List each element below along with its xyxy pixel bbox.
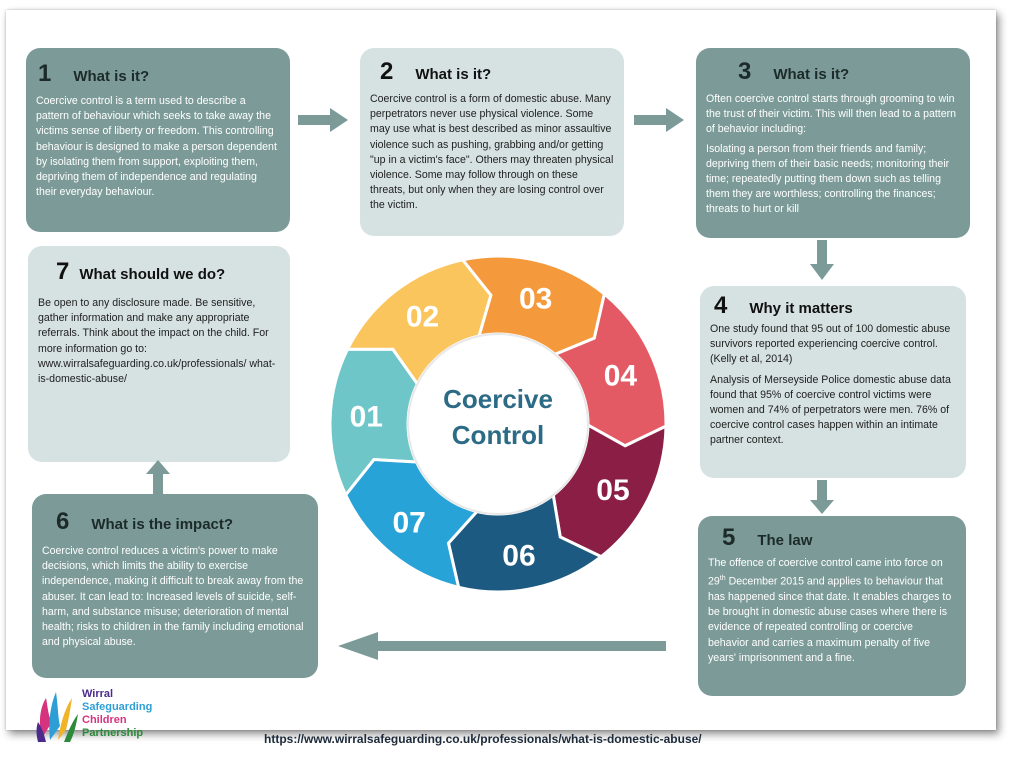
- wheel-center-circle: [407, 333, 589, 515]
- logo-text-wirral: Wirral: [82, 688, 114, 700]
- box-what-is-it-3: 3 What is it? Often coercive control sta…: [696, 48, 970, 238]
- box-number: 5: [722, 524, 736, 551]
- box-what-is-it-1: 1 What is it? Coercive control is a term…: [26, 48, 290, 232]
- box-text: Coercive control is a form of domestic a…: [370, 93, 614, 212]
- wheel-segment-label-01: 01: [350, 400, 383, 433]
- wheel-segment-label-03: 03: [519, 282, 552, 315]
- infographic-sheet: 1 What is it? Coercive control is a term…: [6, 10, 996, 746]
- box-title: What is the impact?: [91, 516, 234, 533]
- box-what-should-we-do: 7 What should we do? Be open to any disc…: [28, 246, 290, 462]
- wirral-safeguarding-logo: Wirral Safeguarding Children Partnership: [34, 688, 184, 748]
- arrow-4-to-5: [810, 480, 834, 514]
- box-number: 3: [738, 58, 752, 85]
- box-number: 7: [56, 258, 70, 285]
- box-text-list: Isolating a person from their friends an…: [706, 142, 950, 216]
- footer-url-link[interactable]: https://www.wirralsafeguarding.co.uk/pro…: [264, 732, 702, 746]
- box-text: The offence of coercive control came int…: [708, 557, 952, 664]
- arrow-6-to-7: [146, 460, 170, 494]
- box-number: 1: [38, 60, 52, 87]
- box-number: 6: [56, 508, 70, 535]
- wheel-center-title-line2: Control: [452, 420, 544, 450]
- wheel-segment-label-07: 07: [392, 507, 425, 540]
- arrow-5-to-6: [338, 632, 666, 660]
- box-what-is-the-impact: 6 What is the impact? Coercive control r…: [32, 494, 318, 678]
- wheel-segment-label-04: 04: [604, 360, 638, 393]
- arrow-1-to-2: [298, 108, 348, 132]
- box-title: What is it?: [415, 66, 492, 83]
- arrow-3-to-4: [810, 240, 834, 280]
- arrow-2-to-3: [634, 108, 684, 132]
- wheel-segment-label-05: 05: [596, 474, 629, 507]
- box-title: Why it matters: [749, 300, 853, 317]
- wheel-segment-label-06: 06: [502, 539, 535, 572]
- box-text-intro: Often coercive control starts through gr…: [706, 93, 957, 136]
- box-text-analysis: Analysis of Merseyside Police domestic a…: [710, 373, 951, 447]
- box-text-study: One study found that 95 out of 100 domes…: [710, 323, 951, 366]
- logo-text-safeguarding: Safeguarding: [82, 701, 153, 713]
- logo-text-partnership: Partnership: [82, 727, 144, 739]
- box-why-it-matters: 4 Why it matters One study found that 95…: [700, 286, 966, 478]
- box-text: Coercive control is a term used to descr…: [36, 95, 277, 199]
- box-number: 4: [714, 292, 728, 319]
- wheel-center-title-line1: Coercive: [443, 384, 553, 414]
- box-the-law: 5 The law The offence of coercive contro…: [698, 516, 966, 696]
- box-text: Be open to any disclosure made. Be sensi…: [38, 297, 276, 386]
- logo-text-children: Children: [82, 714, 127, 726]
- box-title: The law: [757, 532, 813, 549]
- coercive-control-wheel: 01 02 03 04 05 06 07 Coercive Control: [328, 254, 668, 594]
- box-what-is-it-2: 2 What is it? Coercive control is a form…: [360, 48, 624, 236]
- handprint-logo-icon: [36, 692, 78, 742]
- box-title: What should we do?: [79, 266, 226, 283]
- wheel-segment-label-02: 02: [406, 301, 439, 334]
- box-number: 2: [380, 58, 394, 85]
- box-title: What is it?: [773, 66, 850, 83]
- box-text: Coercive control reduces a victim's powe…: [42, 545, 304, 649]
- box-title: What is it?: [73, 68, 150, 85]
